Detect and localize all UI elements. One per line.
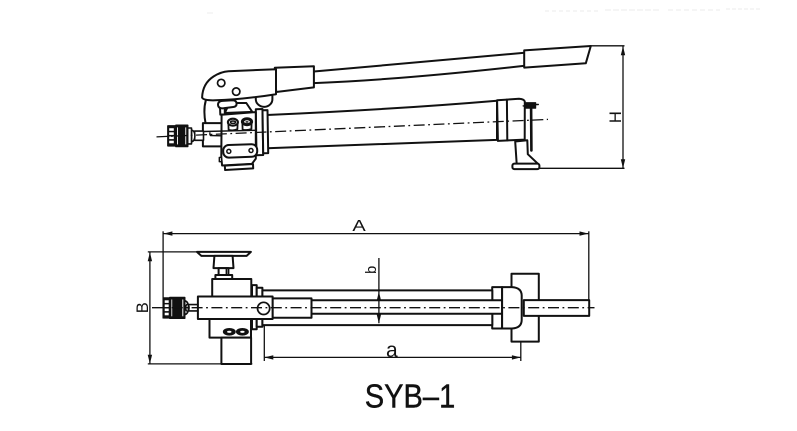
svg-text:b: b xyxy=(364,266,380,274)
svg-text:B: B xyxy=(134,302,152,313)
svg-text:A: A xyxy=(352,217,366,235)
svg-text:a: a xyxy=(386,339,398,362)
svg-text:H: H xyxy=(607,111,625,123)
svg-text:SYB–1: SYB–1 xyxy=(365,378,456,415)
